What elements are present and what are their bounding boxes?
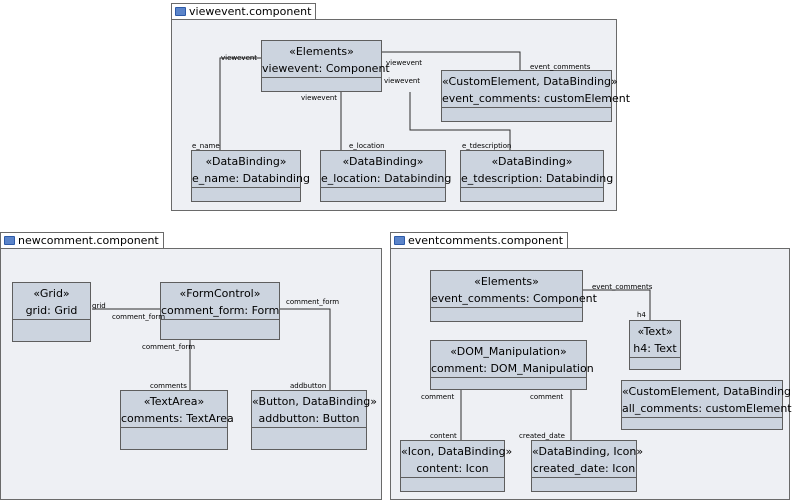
edge-elements-text xyxy=(583,289,651,320)
edge-form-button xyxy=(280,308,331,390)
edge-label: grid xyxy=(92,302,106,310)
class-stereotype: «Icon, DataBinding» xyxy=(401,445,513,458)
package-title: eventcomments.component xyxy=(408,234,564,247)
class-header: «CustomElement, DataBinding» all_comment… xyxy=(622,381,792,418)
class-name: e_location: Databinding xyxy=(321,172,452,185)
class-header: «DOM_Manipulation» comment: DOM_Manipula… xyxy=(431,341,594,378)
class-dom-manipulation[interactable]: «DOM_Manipulation» comment: DOM_Manipula… xyxy=(430,340,594,390)
edge-label: comment_form xyxy=(112,313,166,321)
class-header: «Elements» viewevent: Component xyxy=(262,41,390,78)
edge-label: viewevent xyxy=(301,94,338,102)
package-tab-newcomment[interactable]: newcomment.component xyxy=(0,232,164,248)
class-name: event_comments: customElement xyxy=(442,92,631,105)
class-header: «Grid» grid: Grid xyxy=(13,283,90,320)
class-header: «Elements» event_comments: Component xyxy=(431,271,597,308)
class-content[interactable]: «Icon, DataBinding» content: Icon xyxy=(400,440,513,492)
class-header: «DataBinding» e_location: Databinding xyxy=(321,151,452,188)
edge-label: content xyxy=(430,432,457,440)
class-text[interactable]: «Text» h4: Text xyxy=(629,320,681,370)
class-name: grid: Grid xyxy=(25,304,78,317)
edge-label: created_date xyxy=(519,432,565,440)
edge-label: comment_form xyxy=(286,298,340,306)
class-name: comments: TextArea xyxy=(121,412,234,425)
edge-viewevent-e-name xyxy=(219,57,262,150)
class-viewevent-elements[interactable]: «Elements» viewevent: Component xyxy=(261,40,390,92)
edge-label: viewevent xyxy=(221,54,258,62)
class-name: e_tdescription: Databinding xyxy=(461,172,614,185)
class-name: h4: Text xyxy=(633,342,677,355)
class-stereotype: «CustomElement, DataBinding» xyxy=(622,385,792,398)
class-header: «TextArea» comments: TextArea xyxy=(121,391,234,428)
edge-label: h4 xyxy=(637,311,646,319)
class-stereotype: «Grid» xyxy=(33,287,70,300)
class-addbutton[interactable]: «Button, DataBinding» addbutton: Button xyxy=(251,390,377,450)
edge-viewevent-event-comments xyxy=(381,51,521,70)
class-header: «DataBinding, Icon» created_date: Icon xyxy=(532,441,644,478)
package-folder-icon xyxy=(4,235,15,245)
class-header: «Text» h4: Text xyxy=(630,321,680,358)
package-tab-viewevent[interactable]: viewevent.component xyxy=(171,3,317,19)
class-name: viewevent: Component xyxy=(262,62,390,75)
class-stereotype: «CustomElement, DataBinding» xyxy=(442,75,618,88)
class-comment-form[interactable]: «FormControl» comment_form: Form xyxy=(160,282,280,340)
class-all-comments[interactable]: «CustomElement, DataBinding» all_comment… xyxy=(621,380,792,430)
class-created-date[interactable]: «DataBinding, Icon» created_date: Icon xyxy=(531,440,644,492)
class-stereotype: «DataBinding» xyxy=(491,155,573,168)
class-e-location[interactable]: «DataBinding» e_location: Databinding xyxy=(320,150,452,202)
class-stereotype: «DataBinding» xyxy=(342,155,424,168)
class-name: comment: DOM_Manipulation xyxy=(431,362,594,375)
class-name: addbutton: Button xyxy=(258,412,360,425)
class-header: «Icon, DataBinding» content: Icon xyxy=(401,441,513,478)
class-e-tdescription[interactable]: «DataBinding» e_tdescription: Databindin… xyxy=(460,150,614,202)
class-textarea[interactable]: «TextArea» comments: TextArea xyxy=(120,390,234,450)
class-name: e_name: Databinding xyxy=(192,172,310,185)
edge-label: event_comments xyxy=(530,63,591,71)
edge-label: comments xyxy=(150,382,187,390)
class-stereotype: «Button, DataBinding» xyxy=(252,395,377,408)
class-stereotype: «FormControl» xyxy=(179,287,261,300)
edge-label: comment xyxy=(530,393,564,401)
class-stereotype: «DataBinding, Icon» xyxy=(532,445,644,458)
class-stereotype: «DOM_Manipulation» xyxy=(450,345,567,358)
edge-label: e_location xyxy=(349,142,385,150)
edge-label: addbutton xyxy=(290,382,327,390)
class-name: comment_form: Form xyxy=(161,304,280,317)
edge-label: event_comments xyxy=(592,283,653,291)
class-grid[interactable]: «Grid» grid: Grid xyxy=(12,282,91,342)
class-stereotype: «Elements» xyxy=(289,45,354,58)
class-eventcomments-elements[interactable]: «Elements» event_comments: Component xyxy=(430,270,597,322)
class-name: created_date: Icon xyxy=(532,462,636,475)
package-folder-icon xyxy=(394,235,405,245)
class-header: «Button, DataBinding» addbutton: Button xyxy=(252,391,377,428)
edge-label: e_name xyxy=(192,142,220,150)
class-header: «CustomElement, DataBinding» event_comme… xyxy=(442,71,631,108)
class-name: content: Icon xyxy=(416,462,489,475)
class-name: all_comments: customElement xyxy=(622,402,792,415)
package-title: viewevent.component xyxy=(189,5,312,18)
edge-label: comment_form xyxy=(142,343,196,351)
edge-viewevent-e-tdescription xyxy=(409,92,511,150)
class-header: «FormControl» comment_form: Form xyxy=(161,283,279,320)
edge-label: e_tdescription xyxy=(462,142,512,150)
class-event-comments[interactable]: «CustomElement, DataBinding» event_comme… xyxy=(441,70,631,122)
class-stereotype: «Text» xyxy=(637,325,673,338)
class-stereotype: «TextArea» xyxy=(143,395,205,408)
class-name: event_comments: Component xyxy=(431,292,597,305)
class-header: «DataBinding» e_tdescription: Databindin… xyxy=(461,151,614,188)
edge-label: comment xyxy=(421,393,455,401)
package-folder-icon xyxy=(175,6,186,16)
edge-label: viewevent xyxy=(386,59,423,67)
package-title: newcomment.component xyxy=(18,234,159,247)
class-stereotype: «DataBinding» xyxy=(205,155,287,168)
class-e-name[interactable]: «DataBinding» e_name: Databinding xyxy=(191,150,310,202)
class-stereotype: «Elements» xyxy=(474,275,539,288)
package-tab-eventcomments[interactable]: eventcomments.component xyxy=(390,232,569,248)
edge-label: viewevent xyxy=(384,77,421,85)
class-header: «DataBinding» e_name: Databinding xyxy=(192,151,310,188)
